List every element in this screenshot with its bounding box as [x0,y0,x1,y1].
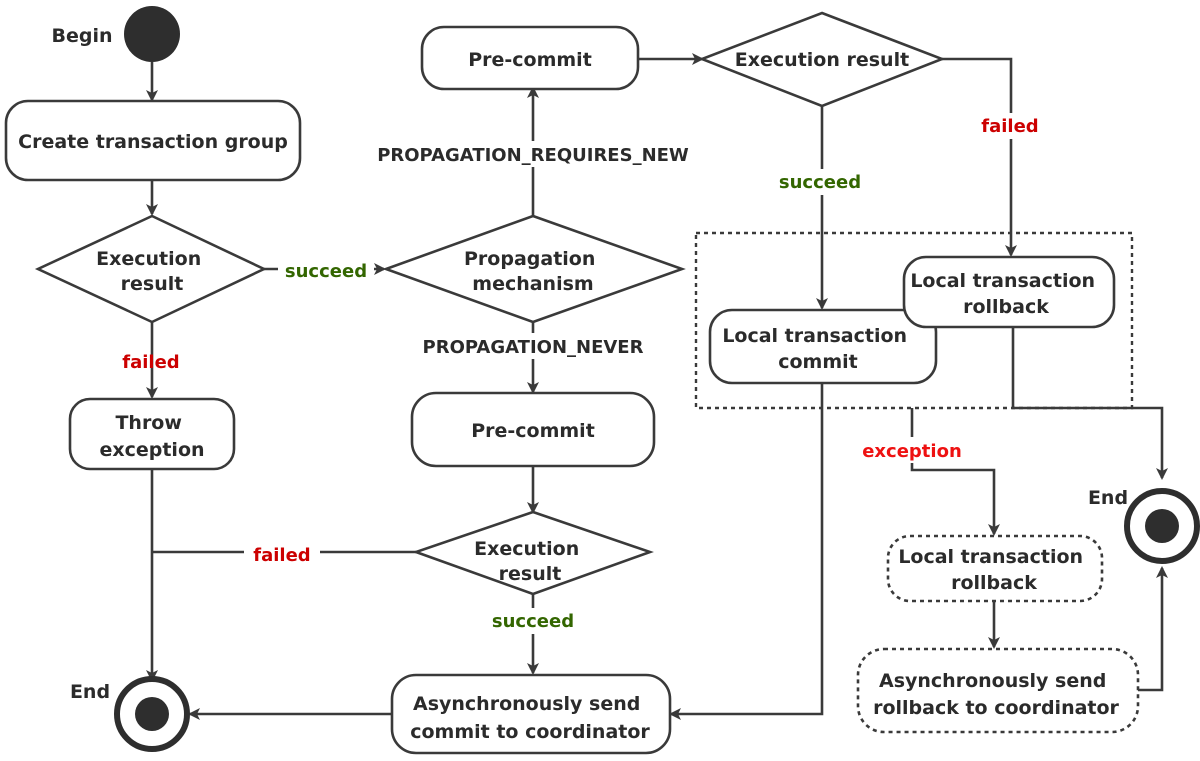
exec-result-1-node [34,214,268,324]
edge-async-rollback-to-end-right [1138,566,1168,692]
requires-new-backdrop [352,141,714,167]
async-commit-node [390,673,672,755]
exec-result-top-node [698,11,946,108]
local-rollback-label: Local transaction rollback [910,270,1101,318]
edge-frame-to-dashed-rollback [910,408,1000,536]
edge-local-rollback-to-end-right [1011,327,1168,480]
precommit-top-label: Pre-commit [468,49,592,71]
propagation-mechanism-node [382,214,686,324]
failed-top-backdrop [972,113,1048,139]
failed-mid-backdrop [244,541,320,565]
edge-label-never: PROPAGATION_NEVER [423,337,644,358]
begin-node [124,6,180,62]
async-rollback-node [856,647,1140,734]
local-commit-label: Local transaction commit [722,325,913,373]
throw-exception-node [68,397,236,471]
exec-result-mid-node [412,510,654,596]
local-rollback-dashed-node [886,534,1104,603]
async-commit-label: Asynchronously send commit to coordinato… [410,693,650,743]
create-group-node [4,99,302,182]
precommit-top-node [420,25,640,91]
local-transaction-frame [694,231,1134,410]
propagation-mechanism-label: Propagation mechanism [464,248,602,295]
end-right-inner [1145,509,1179,543]
precommit-mid-node [410,391,656,468]
exec-result-top-label: Execution result [735,49,909,71]
end-left-inner [135,697,169,731]
edge-label-failed-top: failed [981,116,1038,137]
end-left-label: End [70,681,110,703]
end-right-label: End [1088,487,1128,509]
local-rollback-node [902,255,1116,329]
edge-exec-top-to-local-rollback [942,57,1017,257]
local-commit-node [708,308,938,385]
create-group-label: Create transaction group [18,131,288,153]
local-rollback-dashed-label: Local transaction rollback [898,546,1089,594]
succeed-top-backdrop [770,169,870,195]
begin-label: Begin [51,25,112,47]
precommit-mid-label: Pre-commit [471,420,595,442]
succeed-mid-backdrop [484,608,584,634]
edge-label-succeed-top: succeed [779,172,861,193]
succeed-1-backdrop [278,257,374,281]
edge-label-failed-mid: failed [253,545,310,566]
exec-result-mid-label: Execution result [474,538,586,585]
async-rollback-label: Asynchronously send rollback to coordina… [873,670,1119,719]
edges [146,53,1168,720]
exception-backdrop [850,437,974,463]
edge-label-exception: exception [862,441,962,462]
exec-result-1-label: Execution result [96,248,208,295]
edge-label-succeed-1: succeed [285,261,367,282]
never-backdrop [404,333,662,359]
edge-label-failed-1: failed [122,352,179,373]
edge-local-commit-to-async-commit [669,383,824,720]
edge-label-succeed-mid: succeed [492,611,574,632]
throw-exception-label: Throw exception [99,412,204,461]
edge-label-requires-new: PROPAGATION_REQUIRES_NEW [377,145,689,166]
